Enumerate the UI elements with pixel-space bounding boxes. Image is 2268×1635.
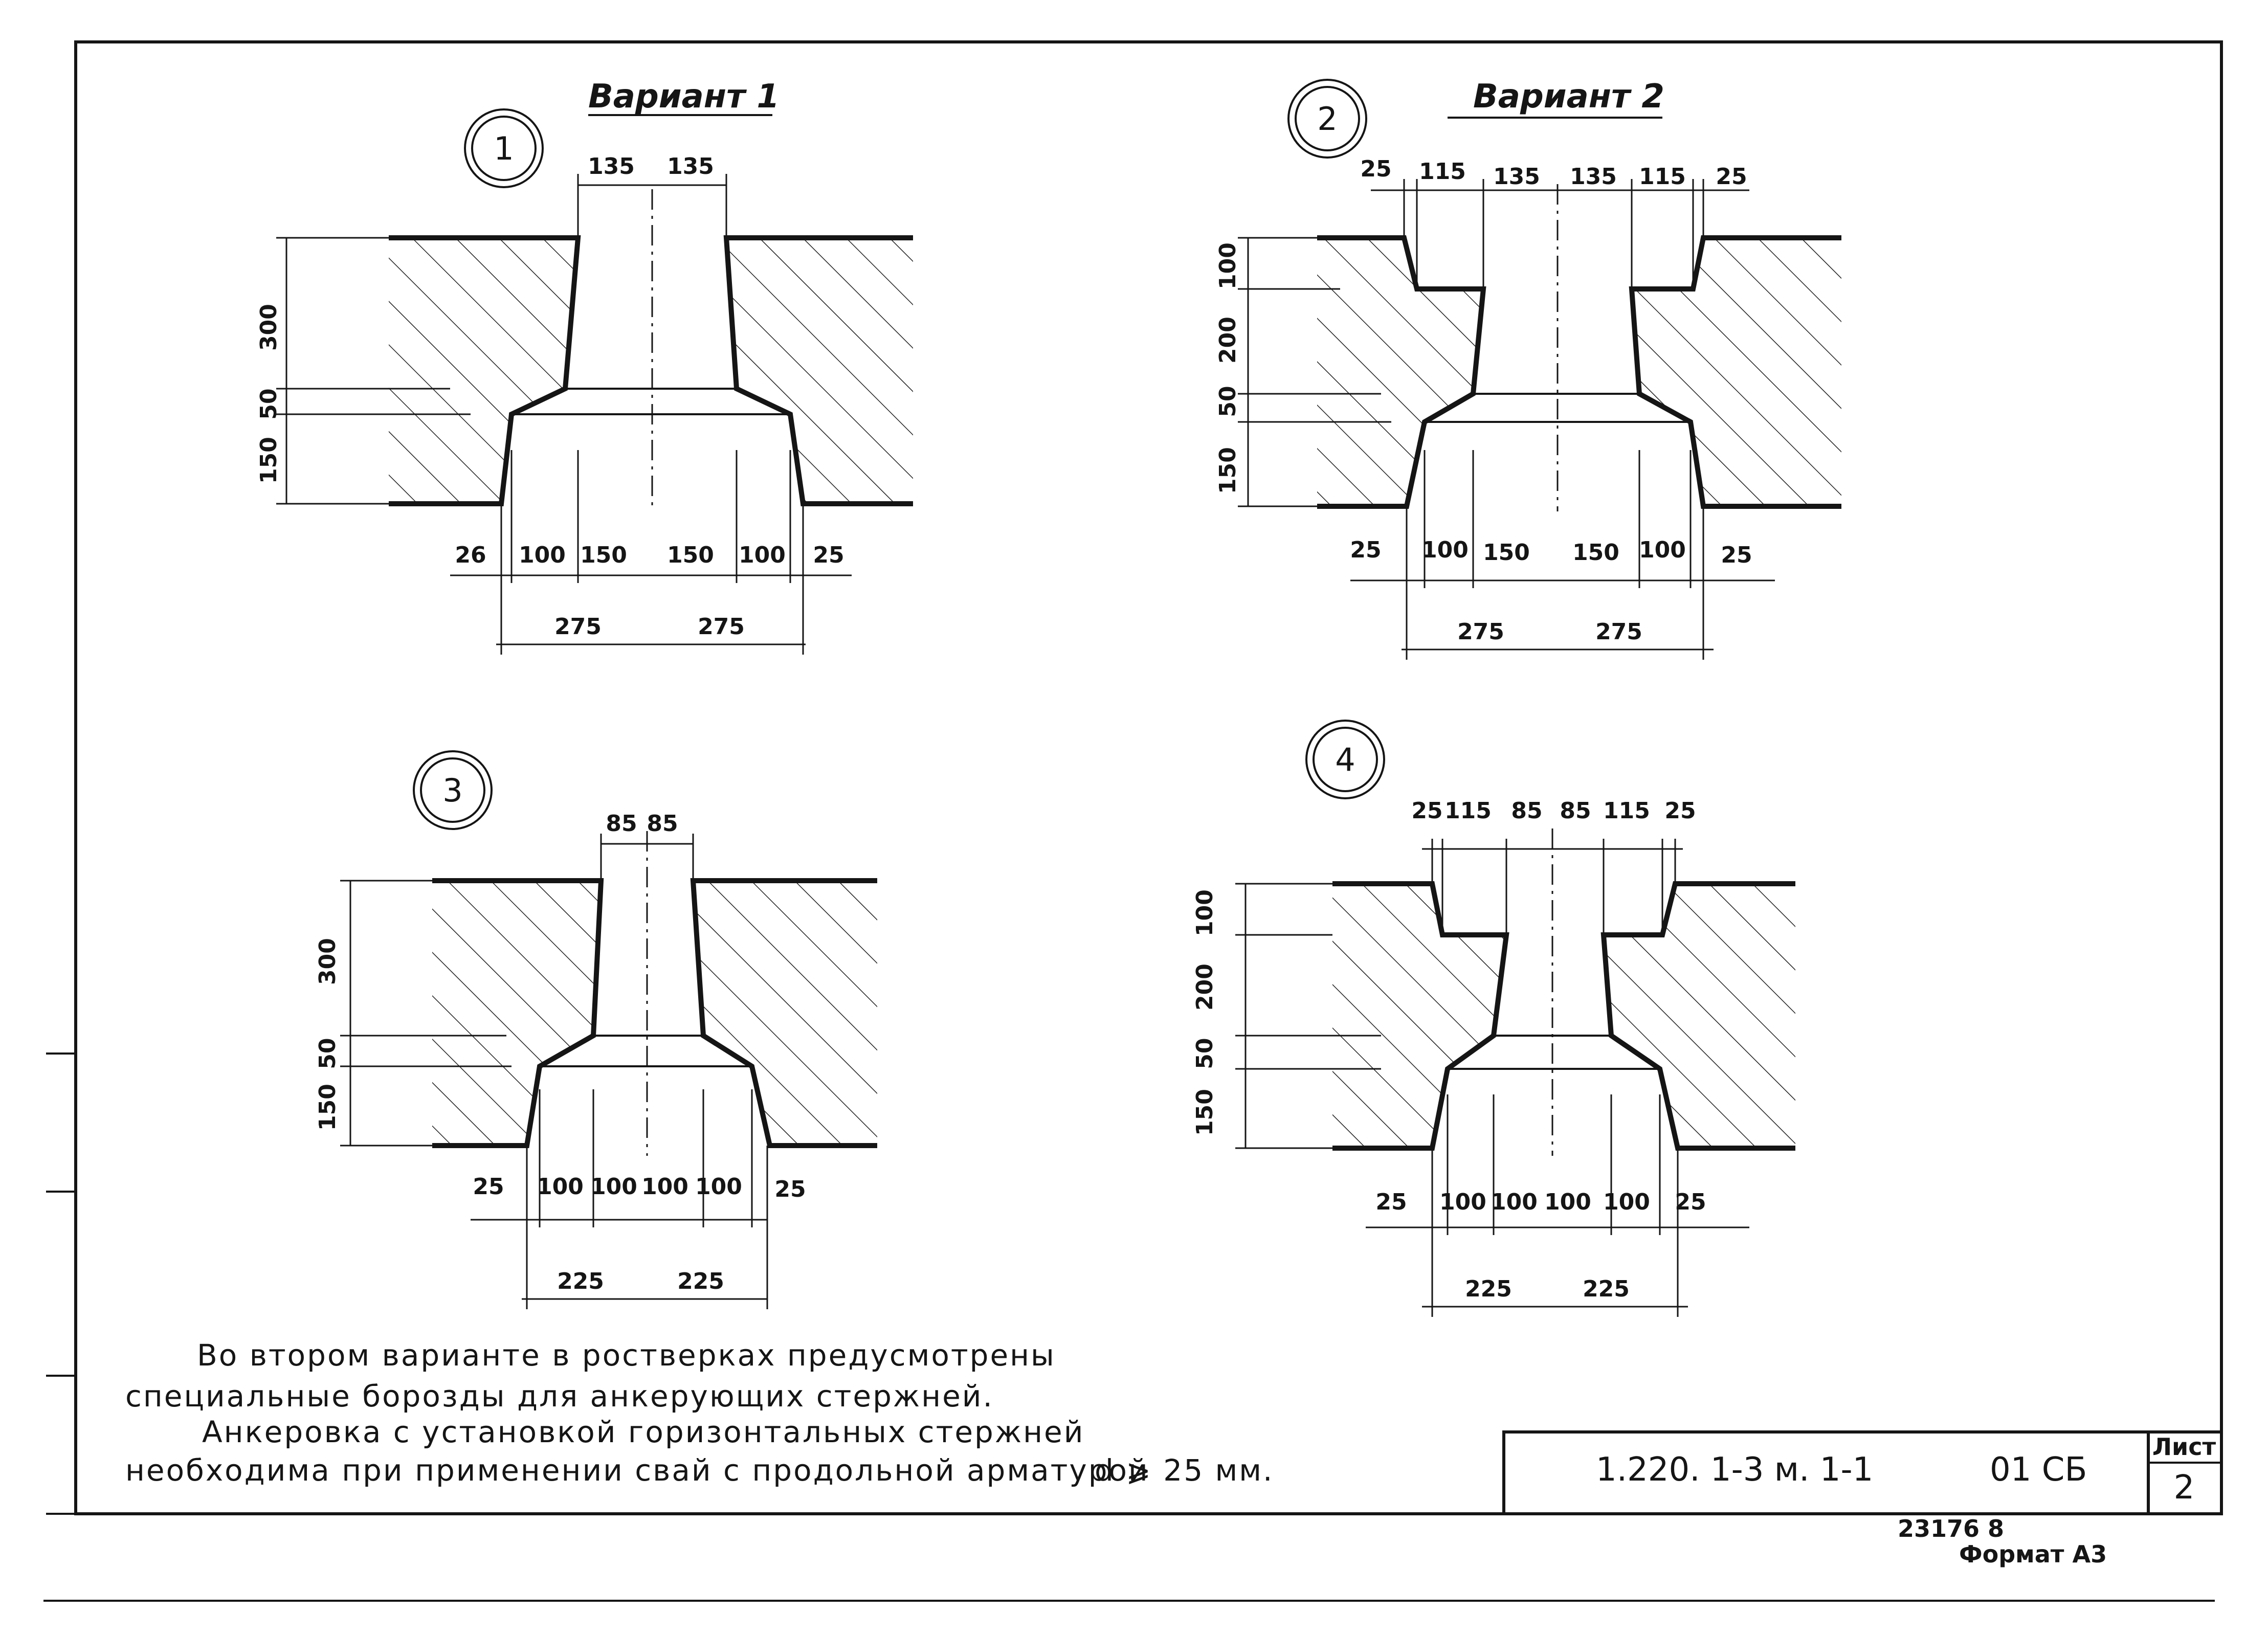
svg-text:135: 135	[667, 153, 714, 180]
svg-text:135: 135	[588, 153, 635, 180]
hatched-concrete-right	[723, 235, 913, 506]
svg-text:150: 150	[580, 542, 627, 568]
format-label: Формат А3	[1959, 1540, 2107, 1568]
svg-text:150: 150	[1192, 1089, 1218, 1136]
note-line-4: необходима при применении свай с продоль…	[125, 1453, 1149, 1488]
note-line-1: Во втором варианте в ростверках предусмо…	[197, 1338, 1056, 1373]
svg-text:100: 100	[519, 542, 566, 568]
hatched-concrete-left	[432, 878, 604, 1148]
svg-text:275: 275	[1457, 619, 1504, 645]
svg-text:85: 85	[647, 811, 678, 837]
svg-text:50: 50	[1192, 1038, 1218, 1069]
svg-text:25: 25	[1360, 156, 1391, 182]
svg-text:100: 100	[1603, 1189, 1650, 1215]
svg-text:100: 100	[537, 1174, 584, 1200]
svg-text:4: 4	[1335, 741, 1355, 778]
svg-text:150: 150	[667, 542, 714, 568]
svg-text:275: 275	[698, 614, 745, 640]
svg-text:85: 85	[1511, 798, 1542, 824]
svg-text:25: 25	[1721, 542, 1752, 568]
svg-text:200: 200	[1215, 317, 1241, 364]
svg-text:100: 100	[1639, 537, 1686, 563]
svg-text:2: 2	[1317, 100, 1337, 138]
svg-text:150: 150	[1483, 540, 1530, 566]
detail-1: Вариант 1 1 1	[256, 78, 913, 655]
svg-text:100: 100	[1215, 242, 1241, 289]
svg-text:50: 50	[1215, 386, 1241, 417]
svg-text:225: 225	[1583, 1276, 1630, 1302]
hatched-concrete-right	[690, 878, 877, 1148]
svg-text:100: 100	[1544, 1189, 1591, 1215]
svg-text:25: 25	[473, 1174, 504, 1200]
svg-text:25: 25	[1716, 164, 1747, 190]
hatched-concrete-right	[1600, 881, 1795, 1151]
svg-text:100: 100	[1192, 889, 1218, 936]
hatched-concrete-left	[1317, 235, 1486, 509]
archive-number: 23176 8	[1898, 1515, 2004, 1542]
detail-number-1: 1	[464, 108, 544, 188]
svg-text:150: 150	[256, 437, 282, 484]
svg-text:300: 300	[256, 304, 282, 351]
hatched-concrete-left	[389, 235, 581, 506]
svg-text:100: 100	[1421, 537, 1469, 563]
detail-3: 3 85 85 300 50 150 25 10	[315, 750, 877, 1309]
svg-text:26: 26	[455, 542, 486, 568]
svg-text:115: 115	[1444, 798, 1492, 824]
svg-text:275: 275	[554, 614, 602, 640]
note-line-2: специальные борозды для анкерующих стерж…	[125, 1379, 994, 1414]
svg-text:3: 3	[442, 772, 462, 809]
svg-text:225: 225	[557, 1268, 604, 1294]
variant-1-title: Вариант 1	[588, 78, 780, 116]
svg-text:100: 100	[1439, 1189, 1486, 1215]
svg-text:115: 115	[1419, 159, 1466, 185]
svg-text:25: 25	[774, 1176, 806, 1202]
svg-text:100: 100	[641, 1174, 688, 1200]
stamp-sheet-number: 2	[2174, 1469, 2195, 1507]
svg-text:100: 100	[739, 542, 786, 568]
svg-text:25: 25	[1675, 1189, 1706, 1215]
hatched-concrete-right	[1629, 235, 1841, 509]
svg-text:1: 1	[494, 130, 514, 167]
svg-text:135: 135	[1570, 164, 1617, 190]
svg-text:115: 115	[1639, 164, 1686, 190]
svg-text:50: 50	[256, 388, 282, 419]
hatched-concrete-left	[1332, 881, 1509, 1151]
detail-2: Вариант 2 2	[1215, 78, 1841, 660]
svg-text:85: 85	[1560, 798, 1591, 824]
svg-text:300: 300	[315, 938, 341, 985]
svg-text:150: 150	[315, 1084, 341, 1131]
sheet-frame	[43, 40, 2223, 1602]
stamp-code: 01 СБ	[1990, 1451, 2087, 1489]
svg-text:115: 115	[1603, 798, 1650, 824]
svg-text:100: 100	[590, 1174, 637, 1200]
svg-text:275: 275	[1595, 619, 1642, 645]
detail-number-3: 3	[413, 750, 493, 830]
svg-text:25: 25	[1350, 537, 1381, 563]
svg-text:200: 200	[1192, 964, 1218, 1011]
svg-text:25: 25	[1411, 798, 1442, 824]
notes-block: Во втором варианте в ростверках предусмо…	[125, 1338, 1274, 1488]
note-line-3: Анкеровка с установкой горизонтальных ст…	[202, 1415, 1084, 1449]
title-stamp: 1.220. 1-3 м. 1-1 01 СБ Лист 2	[1502, 1430, 2223, 1515]
detail-4: 4 25 115 85 85	[1192, 720, 1795, 1317]
svg-text:25: 25	[813, 542, 844, 568]
variant-2-title: Вариант 2	[1473, 78, 1664, 116]
svg-text:225: 225	[677, 1268, 724, 1294]
svg-text:100: 100	[695, 1174, 742, 1200]
note-line-4-tail: d ⩾ 25 мм.	[1095, 1453, 1274, 1488]
stamp-designation: 1.220. 1-3 м. 1-1	[1596, 1451, 1873, 1489]
svg-text:25: 25	[1664, 798, 1696, 824]
svg-text:225: 225	[1465, 1276, 1512, 1302]
svg-text:50: 50	[315, 1038, 341, 1069]
detail-number-2: 2	[1287, 79, 1367, 159]
detail-number-4: 4	[1305, 720, 1385, 799]
stamp-sheet-label: Лист	[2152, 1433, 2216, 1461]
svg-text:150: 150	[1215, 447, 1241, 494]
svg-text:135: 135	[1493, 164, 1540, 190]
svg-text:150: 150	[1572, 540, 1619, 566]
svg-text:85: 85	[606, 811, 637, 837]
svg-text:100: 100	[1491, 1189, 1538, 1215]
svg-text:25: 25	[1375, 1189, 1407, 1215]
